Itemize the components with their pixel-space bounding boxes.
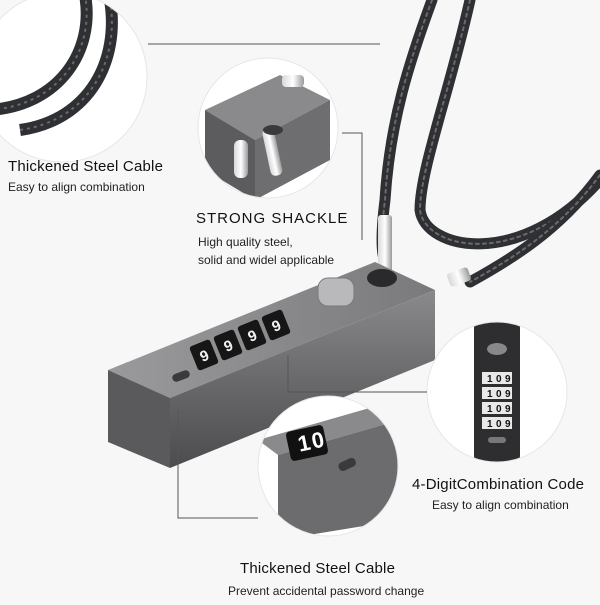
- dial-4[interactable]: 9: [261, 309, 291, 341]
- zoom-dial-digit: 1: [487, 419, 493, 430]
- dial-2[interactable]: 9: [213, 329, 243, 361]
- cable-top-title: Thickened Steel Cable: [8, 158, 164, 175]
- shackle-title: STRONG SHACKLE: [196, 210, 349, 227]
- zoom-dial-digit: 9: [505, 374, 511, 385]
- zoom-dial-digit: 0: [496, 404, 502, 415]
- cable-end-ferrule: [447, 267, 471, 287]
- zoom-dial-digit: 1: [487, 374, 493, 385]
- zoom-dial-digit: 1: [487, 389, 493, 400]
- cable-top-subtitle: Easy to align combination: [8, 180, 145, 194]
- shackle-zoom: [198, 58, 338, 198]
- leader-lines: [148, 43, 427, 519]
- cable-bottom-title: Thickened Steel Cable: [240, 560, 396, 577]
- dial-1[interactable]: 9: [189, 339, 219, 371]
- cable-sleeve: [378, 215, 392, 275]
- combination-subtitle: Easy to align combination: [432, 498, 569, 512]
- dial-3[interactable]: 9: [237, 319, 267, 351]
- zoom-dial-digit: 0: [496, 389, 502, 400]
- zoom-dial-digit: 1: [487, 404, 493, 415]
- steel-cable: [376, 0, 600, 288]
- reset-zoom: 1 0: [258, 396, 398, 536]
- cable-zoom: [0, 0, 147, 162]
- zoom-dial-digit: 1: [295, 430, 312, 457]
- zoom-dial-digit: 0: [496, 419, 502, 430]
- zoom-dial-digit: 9: [505, 404, 511, 415]
- zoom-dial-digit: 0: [309, 427, 326, 454]
- cable-bottom-subtitle: Prevent accidental password change: [228, 584, 425, 598]
- zoom-dial-digit: 9: [505, 419, 511, 430]
- zoom-dial-digit: 0: [496, 374, 502, 385]
- combination-title: 4-DigitCombination Code: [412, 476, 585, 493]
- shackle-line2: solid and widel applicable: [198, 253, 335, 267]
- shackle-line1: High quality steel,: [198, 235, 293, 249]
- zoom-dial-digit: 9: [505, 389, 511, 400]
